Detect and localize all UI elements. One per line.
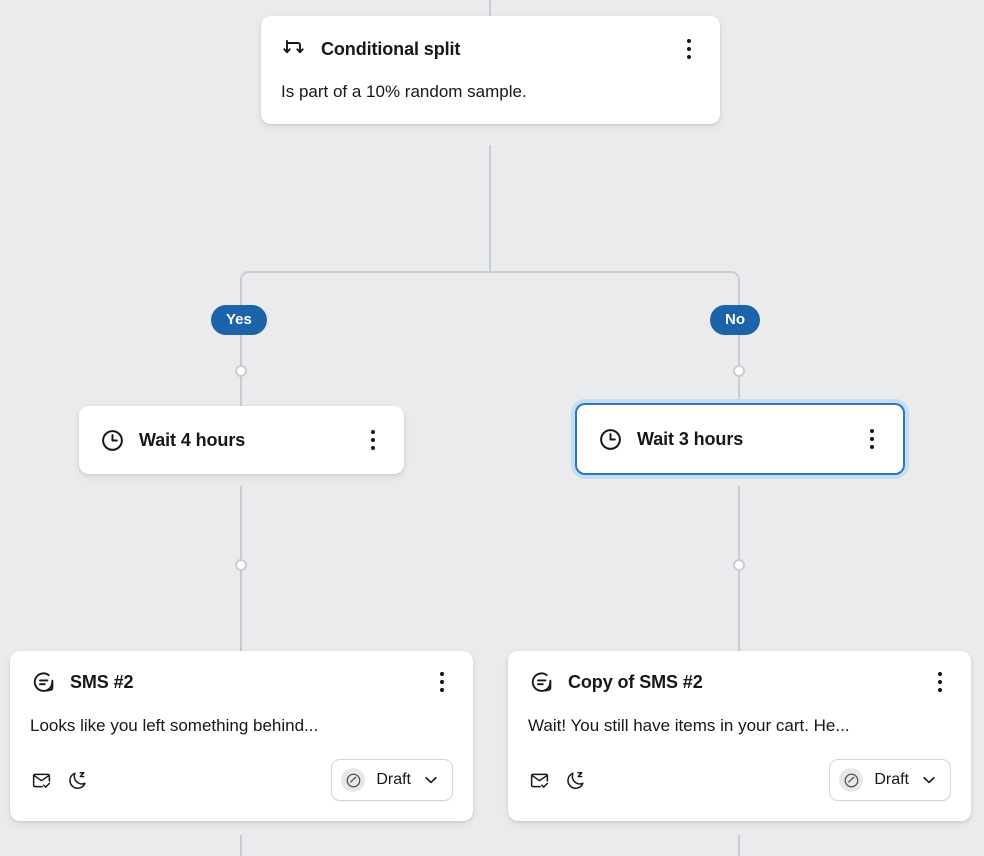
connector-below-sms-no [738, 835, 740, 856]
branch-label-no[interactable]: No [710, 305, 760, 335]
chat-bubble-icon [528, 669, 554, 695]
envelope-check-icon [528, 769, 550, 791]
card-footer: Draft [30, 759, 453, 801]
kebab-menu-icon[interactable] [861, 426, 883, 452]
connector-dot-yes-upper[interactable] [235, 365, 247, 377]
kebab-menu-icon[interactable] [678, 36, 700, 62]
card-title: Conditional split [321, 38, 461, 59]
connector-below-sms-yes [240, 835, 242, 856]
connector-no-to-wait [738, 292, 740, 404]
clock-icon [597, 426, 623, 452]
card-description: Is part of a 10% random sample. [281, 82, 527, 101]
branch-label-yes[interactable]: Yes [211, 305, 267, 335]
node-card-wait-3-hours[interactable]: Wait 3 hours [575, 403, 905, 475]
card-title: SMS #2 [70, 671, 134, 692]
connector-above-split [489, 0, 491, 17]
card-header: Wait 4 hours [99, 427, 384, 453]
status-label: Draft [874, 771, 909, 788]
chevron-down-icon[interactable] [422, 771, 440, 789]
card-header: Conditional split [281, 36, 700, 62]
card-title: Wait 4 hours [139, 429, 246, 450]
envelope-check-icon [30, 769, 52, 791]
connector-dot-no-upper[interactable] [733, 365, 745, 377]
node-card-wait-4-hours[interactable]: Wait 4 hours [79, 406, 404, 474]
card-header: Copy of SMS #2 [528, 669, 951, 695]
chevron-down-icon[interactable] [920, 771, 938, 789]
clock-icon [99, 427, 125, 453]
status-dropdown[interactable]: Draft [331, 759, 453, 801]
split-arrows-icon [281, 36, 307, 62]
node-card-conditional-split[interactable]: Conditional split Is part of a 10% rando… [261, 16, 720, 124]
kebab-menu-icon[interactable] [929, 669, 951, 695]
status-dropdown[interactable]: Draft [829, 759, 951, 801]
connector-dot-yes-lower[interactable] [235, 559, 247, 571]
connector-branch-left-corner [240, 271, 490, 293]
card-footer-icons [528, 769, 586, 791]
card-footer: Draft [528, 759, 951, 801]
card-title: Wait 3 hours [637, 428, 744, 449]
connector-dot-no-lower[interactable] [733, 559, 745, 571]
card-header: SMS #2 [30, 669, 453, 695]
pencil-edit-icon [839, 768, 864, 792]
pencil-edit-icon [341, 768, 366, 792]
moon-quiet-hours-icon [564, 769, 586, 791]
kebab-menu-icon[interactable] [431, 669, 453, 695]
kebab-menu-icon[interactable] [362, 427, 384, 453]
card-title: Copy of SMS #2 [568, 671, 703, 692]
connector-branch-right-corner [489, 271, 740, 293]
card-message-preview: Wait! You still have items in your cart.… [528, 716, 850, 735]
card-message-preview: Looks like you left something behind... [30, 716, 319, 735]
card-footer-icons [30, 769, 88, 791]
node-card-sms-2[interactable]: SMS #2 Looks like you left something beh… [10, 651, 473, 821]
status-label: Draft [376, 771, 411, 788]
moon-quiet-hours-icon [66, 769, 88, 791]
chat-bubble-icon [30, 669, 56, 695]
connector-yes-to-wait [240, 292, 242, 406]
connector-split-to-branch [489, 145, 491, 273]
node-card-copy-of-sms-2[interactable]: Copy of SMS #2 Wait! You still have item… [508, 651, 971, 821]
card-header: Wait 3 hours [597, 426, 883, 452]
